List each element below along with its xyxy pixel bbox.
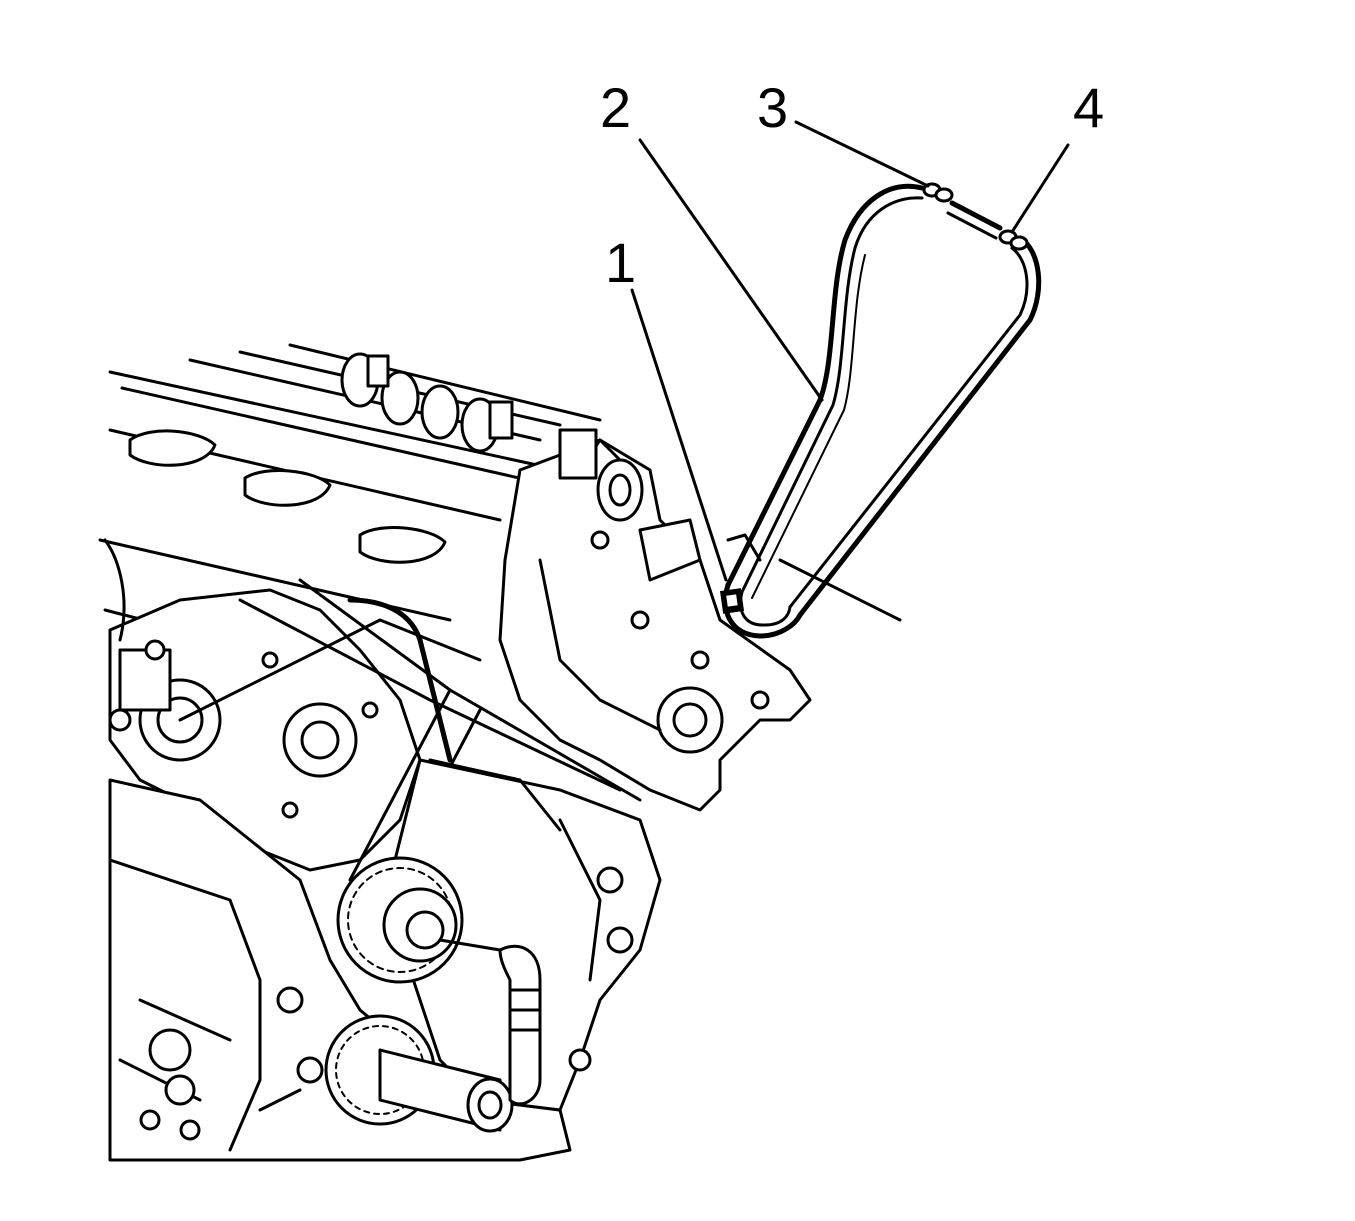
wire-harness: [347, 597, 453, 763]
timing-chain: [722, 183, 1042, 639]
callout-1: 1: [605, 231, 636, 294]
tube: [498, 944, 542, 1106]
engine-block: [98, 343, 812, 1162]
callout-4: 4: [1073, 76, 1104, 139]
chain-link-4: [998, 229, 1029, 251]
leader-lines: [630, 120, 1070, 582]
lower-gear: [324, 1014, 514, 1133]
camshaft: [340, 352, 514, 453]
leader-1: [630, 288, 728, 582]
chain-guide: [725, 183, 925, 588]
leader-2: [638, 138, 824, 402]
callout-2: 2: [600, 76, 631, 139]
callout-3: 3: [757, 76, 788, 139]
leader-4: [1010, 143, 1070, 234]
callout-labels: 1 2 3 4: [600, 76, 1104, 294]
leader-3: [794, 120, 930, 188]
timing-mark-1: [720, 588, 744, 614]
intake-ports: [128, 429, 447, 564]
crankshaft-sprocket: [336, 856, 502, 984]
